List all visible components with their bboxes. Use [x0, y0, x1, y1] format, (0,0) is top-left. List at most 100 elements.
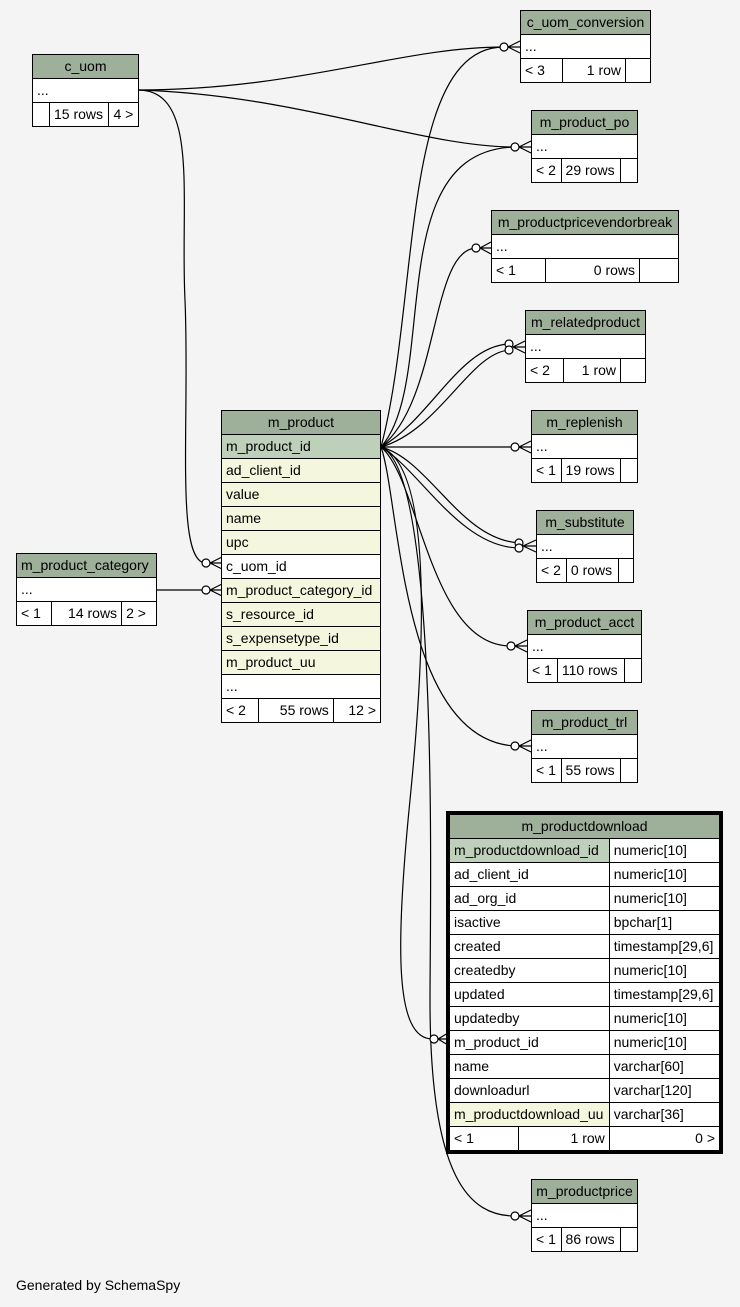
- edge-c_uom-m_product_po: [137, 89, 516, 148]
- column-updatedby[interactable]: updatedby: [447, 1006, 610, 1031]
- crowfoot-marker: [507, 40, 521, 54]
- column-ad_client_id[interactable]: ad_client_id: [447, 862, 610, 887]
- table-m_product_po[interactable]: m_product_po ... < 2 29 rows: [531, 110, 638, 183]
- children-count: [620, 758, 638, 783]
- table-title[interactable]: m_productpricevendorbreak: [491, 210, 679, 235]
- table-title[interactable]: m_relatedproduct: [525, 310, 646, 335]
- row-count: 86 rows: [560, 1227, 622, 1252]
- table-m_productprice[interactable]: m_productprice ... < 1 86 rows: [531, 1179, 638, 1252]
- table-c_uom[interactable]: c_uom ... 15 rows 4 >: [32, 54, 139, 127]
- crowfoot-marker: [518, 1209, 532, 1223]
- table-title[interactable]: m_product: [221, 410, 381, 435]
- column-type: numeric[10]: [608, 838, 722, 863]
- parents-count[interactable]: < 1: [447, 1126, 519, 1153]
- row-count: 0 rows: [544, 258, 641, 283]
- column-name[interactable]: name: [447, 1054, 610, 1079]
- table-m_product_trl[interactable]: m_product_trl ... < 1 55 rows: [531, 710, 638, 783]
- children-count: [625, 58, 651, 83]
- children-count[interactable]: 12 >: [332, 698, 382, 723]
- column-m_product_uu[interactable]: m_product_uu: [221, 650, 381, 675]
- optional-marker: [504, 345, 514, 355]
- parents-count[interactable]: < 2: [524, 358, 565, 383]
- table-m_substitute[interactable]: m_substitute ... < 2 0 rows: [536, 510, 634, 583]
- column-ellipsis: ...: [221, 674, 381, 699]
- column-type: bpchar[1]: [608, 910, 722, 935]
- table-title[interactable]: m_replenish: [531, 410, 638, 435]
- column-type: varchar[120]: [608, 1078, 722, 1103]
- children-count[interactable]: 2 >: [121, 601, 157, 626]
- table-m_product[interactable]: m_product m_product_id ad_client_id valu…: [220, 410, 382, 723]
- column-ellipsis: ...: [536, 534, 634, 559]
- parents-count[interactable]: < 1: [531, 1227, 562, 1252]
- table-title[interactable]: m_productprice: [531, 1179, 638, 1204]
- column-createdby[interactable]: createdby: [447, 958, 610, 983]
- column-updated[interactable]: updated: [447, 982, 610, 1007]
- row-count: 55 rows: [258, 698, 334, 723]
- column-isactive[interactable]: isactive: [447, 910, 610, 935]
- table-title[interactable]: c_uom_conversion: [520, 10, 651, 35]
- column-m_productdownload_uu[interactable]: m_productdownload_uu: [447, 1102, 610, 1127]
- column-name[interactable]: name: [221, 506, 381, 531]
- children-count[interactable]: 4 >: [108, 102, 139, 127]
- column-m_productdownload_id[interactable]: m_productdownload_id: [447, 838, 610, 863]
- table-title[interactable]: m_product_acct: [527, 610, 642, 635]
- parents-count[interactable]: < 1: [491, 258, 546, 283]
- children-count[interactable]: 0 >: [608, 1126, 722, 1153]
- parents-count[interactable]: < 1: [531, 758, 562, 783]
- crowfoot-marker: [522, 539, 537, 553]
- optional-marker: [510, 1211, 520, 1221]
- parents-count[interactable]: < 1: [531, 458, 562, 483]
- column-ellipsis: ...: [531, 134, 638, 159]
- parents-count[interactable]: < 1: [527, 658, 558, 683]
- children-count: [620, 458, 638, 483]
- parents-count[interactable]: < 1: [16, 601, 52, 626]
- column-m_product_id[interactable]: m_product_id: [447, 1030, 610, 1055]
- table-m_relatedproduct[interactable]: m_relatedproduct ... < 2 1 row: [524, 310, 646, 383]
- edge-c_uom-m_product: [137, 89, 206, 564]
- edge-m_product-m_substitute-1: [380, 446, 521, 544]
- column-created[interactable]: created: [447, 934, 610, 959]
- parents-count[interactable]: < 2: [220, 698, 260, 723]
- row-count: 29 rows: [560, 158, 622, 183]
- table-m_product_acct[interactable]: m_product_acct ... < 1 110 rows: [527, 610, 642, 683]
- parents-count[interactable]: < 2: [536, 558, 567, 583]
- column-s_resource_id[interactable]: s_resource_id: [221, 602, 381, 627]
- column-ad_client_id[interactable]: ad_client_id: [221, 458, 381, 483]
- optional-marker: [510, 142, 520, 152]
- optional-marker: [514, 543, 524, 553]
- column-ellipsis: ...: [520, 34, 651, 59]
- column-c_uom_id[interactable]: c_uom_id: [221, 554, 381, 579]
- row-count: 1 row: [563, 358, 621, 383]
- column-ellipsis: ...: [531, 1203, 638, 1228]
- row-count: 15 rows: [48, 102, 110, 127]
- table-m_product_category[interactable]: m_product_category ... < 1 14 rows 2 >: [16, 553, 157, 626]
- column-m_product_id[interactable]: m_product_id: [221, 434, 381, 459]
- table-title[interactable]: m_productdownload: [447, 812, 722, 839]
- column-value[interactable]: value: [221, 482, 381, 507]
- table-m_productpricevendorbreak[interactable]: m_productpricevendorbreak ... < 1 0 rows: [491, 210, 679, 283]
- edge-c_uom-c_uom_conversion: [137, 46, 505, 91]
- column-m_product_category_id[interactable]: m_product_category_id: [221, 578, 381, 603]
- children-count: [639, 258, 679, 283]
- children-count: [620, 358, 646, 383]
- parents-count[interactable]: < 2: [531, 158, 562, 183]
- table-title[interactable]: m_product_po: [531, 110, 638, 135]
- edge-m_product-m_relatedproduct-1: [380, 343, 511, 448]
- column-upc[interactable]: upc: [221, 530, 381, 555]
- column-downloadurl[interactable]: downloadurl: [447, 1078, 610, 1103]
- table-title[interactable]: m_product_trl: [531, 710, 638, 735]
- table-m_replenish[interactable]: m_replenish ... < 1 19 rows: [531, 410, 638, 483]
- row-count: 1 row: [518, 1126, 610, 1153]
- column-ad_org_id[interactable]: ad_org_id: [447, 886, 610, 911]
- parents-count[interactable]: < 3: [519, 58, 564, 83]
- crowfoot-marker: [518, 140, 532, 154]
- children-count: [624, 658, 642, 683]
- optional-marker: [499, 42, 509, 52]
- table-title[interactable]: c_uom: [32, 54, 139, 79]
- table-title[interactable]: m_product_category: [16, 553, 157, 578]
- table-title[interactable]: m_substitute: [536, 510, 634, 535]
- column-s_expensetype_id[interactable]: s_expensetype_id: [221, 626, 381, 651]
- table-c_uom_conversion[interactable]: c_uom_conversion ... < 3 1 row: [519, 10, 651, 83]
